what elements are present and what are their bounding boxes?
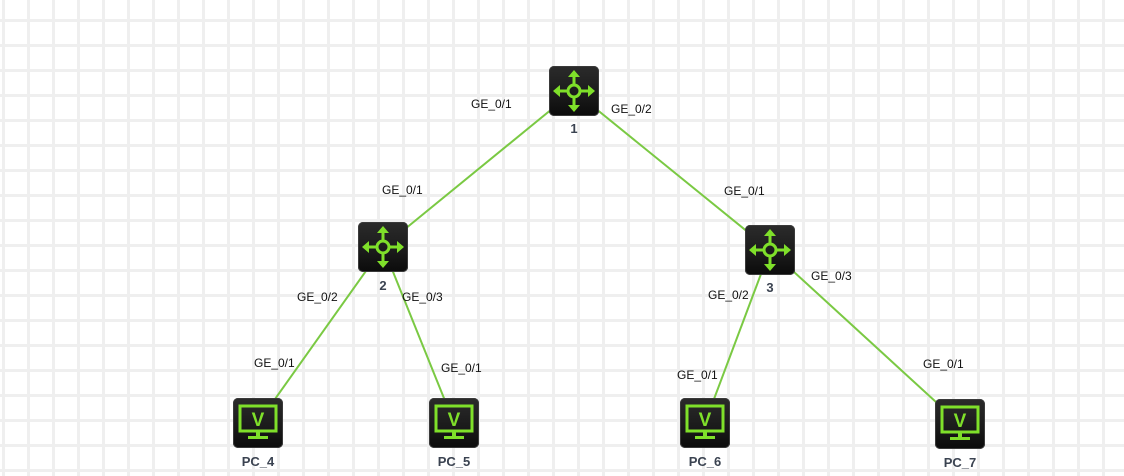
port-label-3-ge03: GE_0/3 <box>811 269 852 283</box>
node-label-pc-5: PC_5 <box>437 454 471 469</box>
pc-monitor-icon: V <box>434 404 474 439</box>
router-node-1[interactable] <box>549 66 599 116</box>
pc-monitor-icon: V <box>940 405 980 440</box>
port-label-2-ge03: GE_0/3 <box>402 290 443 304</box>
router-node-3[interactable] <box>745 225 795 275</box>
router-arrows-icon <box>749 229 791 271</box>
port-label-pc5-ge01: GE_0/1 <box>441 361 482 375</box>
router-arrows-icon <box>553 70 595 112</box>
port-label-1-ge02: GE_0/2 <box>611 102 652 116</box>
link-2-PC_4[interactable] <box>257 246 384 424</box>
node-label-pc-7: PC_7 <box>943 455 977 470</box>
port-label-1-ge01: GE_0/1 <box>471 97 512 111</box>
port-label-pc6-ge01: GE_0/1 <box>677 368 718 382</box>
pc-node-7[interactable]: V <box>935 399 985 449</box>
link-2-PC_5[interactable] <box>382 246 455 424</box>
router-node-2[interactable] <box>358 222 408 272</box>
node-label-pc-6: PC_6 <box>688 454 722 469</box>
pc-node-4[interactable]: V <box>233 398 283 448</box>
node-label-2: 2 <box>379 278 387 293</box>
port-label-3-ge01: GE_0/1 <box>724 184 765 198</box>
port-label-2-ge02: GE_0/2 <box>297 290 338 304</box>
node-label-pc-4: PC_4 <box>241 454 275 469</box>
link-3-PC_6[interactable] <box>704 249 771 424</box>
svg-text:V: V <box>699 410 712 431</box>
node-label-3: 3 <box>766 280 774 295</box>
link-1-2[interactable] <box>382 90 575 248</box>
port-label-pc4-ge01: GE_0/1 <box>254 356 295 370</box>
svg-text:V: V <box>954 411 967 432</box>
svg-text:V: V <box>252 410 265 431</box>
node-label-1: 1 <box>570 121 578 136</box>
router-arrows-icon <box>362 226 404 268</box>
link-3-PC_7[interactable] <box>769 249 961 425</box>
pc-node-6[interactable]: V <box>680 398 730 448</box>
svg-text:V: V <box>448 410 461 431</box>
port-label-3-ge02: GE_0/2 <box>708 288 749 302</box>
port-label-pc7-ge01: GE_0/1 <box>923 357 964 371</box>
pc-monitor-icon: V <box>685 404 725 439</box>
pc-node-5[interactable]: V <box>429 398 479 448</box>
pc-monitor-icon: V <box>238 404 278 439</box>
port-label-2-ge01: GE_0/1 <box>382 183 423 197</box>
link-1-3[interactable] <box>573 90 771 251</box>
